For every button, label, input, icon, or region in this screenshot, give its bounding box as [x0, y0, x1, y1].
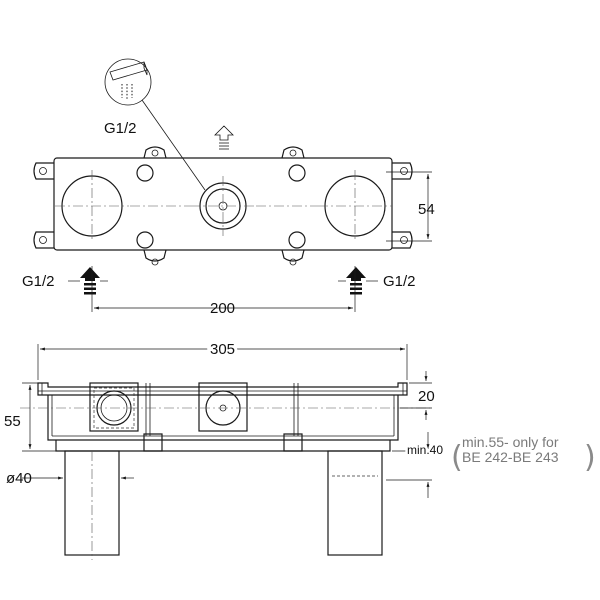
top-view-body — [53, 157, 393, 251]
tab-top-right — [281, 146, 305, 159]
dimension-body-depth: 55 — [4, 382, 58, 452]
outlet-leader — [141, 99, 206, 191]
note-min-55: ( min.55- only for BE 242-BE 243 ) — [451, 434, 596, 475]
base-clip-left — [143, 433, 163, 452]
svg-text:20: 20 — [418, 388, 435, 405]
inlet-port-left — [55, 170, 129, 242]
mounting-ear-top-left — [33, 162, 54, 180]
svg-text:): ) — [584, 440, 596, 475]
svg-text:min.40: min.40 — [407, 443, 443, 457]
svg-text:54: 54 — [418, 201, 435, 218]
svg-text:BE 242-BE 243: BE 242-BE 243 — [462, 449, 559, 465]
front-outlet-center — [198, 382, 248, 432]
tab-top-left — [143, 146, 167, 159]
hole-top-right — [288, 164, 306, 182]
dimension-pipe-diameter: ø40 — [6, 470, 134, 487]
mounting-ear-bottom-right — [392, 231, 413, 249]
inlet-right-arrow-icon — [346, 267, 366, 295]
outlet-port-center — [190, 176, 256, 236]
front-base — [55, 440, 391, 452]
mounting-ear-bottom-left — [33, 231, 54, 249]
inlet-left-thread-label: G1/2 — [22, 273, 55, 290]
front-view: 305 — [4, 338, 596, 560]
dimension-pipe-min: min.40 — [386, 432, 446, 498]
hole-top-left — [136, 164, 154, 182]
flow-up-arrow-icon — [214, 125, 234, 150]
svg-text:200: 200 — [210, 300, 235, 317]
svg-text:(: ( — [451, 440, 463, 475]
outlet-thread-label: G1/2 — [104, 120, 137, 137]
tab-bottom-right — [281, 249, 305, 266]
hole-bottom-right — [288, 231, 306, 249]
inlet-left-arrow-icon — [80, 267, 100, 295]
mounting-ear-top-right — [392, 162, 413, 180]
dimension-inlet-spacing: 200 — [91, 266, 356, 317]
tab-bottom-left — [143, 249, 167, 266]
pipe-right — [327, 450, 383, 556]
front-flange — [37, 382, 408, 396]
svg-text:55: 55 — [4, 413, 21, 430]
front-inlet-left — [89, 382, 139, 432]
hole-bottom-left — [136, 231, 154, 249]
dimension-overall-width: 305 — [37, 338, 408, 380]
svg-text:ø40: ø40 — [6, 470, 32, 487]
base-clip-right — [283, 433, 303, 452]
inlet-right-thread-label: G1/2 — [383, 273, 416, 290]
shower-spout-icon — [104, 58, 152, 106]
front-body — [47, 395, 399, 441]
inlet-port-right — [318, 170, 392, 242]
dimension-height-54: 54 — [386, 171, 435, 242]
top-view: G1/2 G1/2 G1/2 — [22, 58, 435, 317]
svg-text:min.55- only for: min.55- only for — [462, 434, 559, 450]
pipe-left — [64, 450, 120, 560]
svg-text:305: 305 — [210, 341, 235, 358]
dimension-flange-height: 20 — [400, 371, 437, 420]
